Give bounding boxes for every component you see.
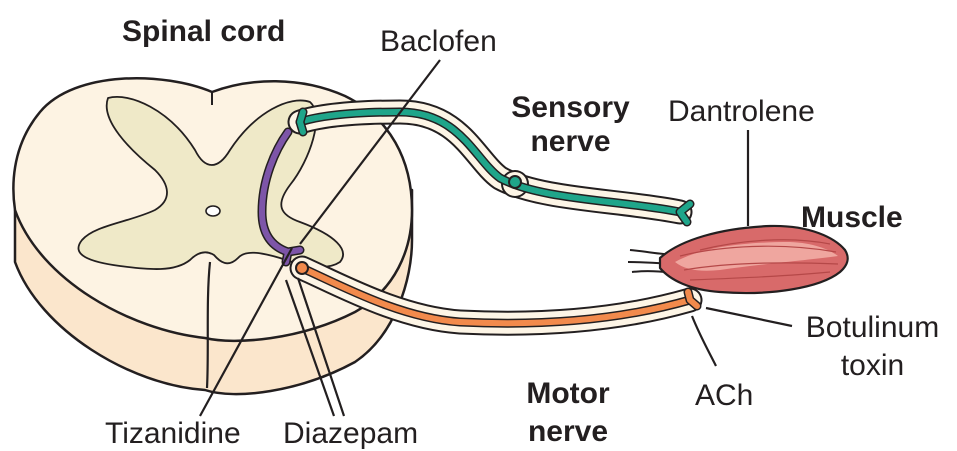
label-botulinum-line2: toxin [795,350,950,382]
label-baclofen: Baclofen [380,26,497,58]
label-ach: ACh [695,380,753,412]
central-canal [206,206,220,216]
motor-neuron-body [296,262,308,274]
label-spinal-cord: Spinal cord [122,16,285,48]
label-dantrolene: Dantrolene [668,96,815,128]
label-motor-nerve-line1: Motor [508,378,628,410]
label-botulinum-line1: Botulinum [795,312,950,344]
label-tizanidine: Tizanidine [105,418,241,450]
dorsal-root-ganglion-cell [509,176,521,188]
label-diazepam: Diazepam [283,418,418,450]
sensory-terminal-in-cord-fill [300,112,303,132]
ach-leader [692,316,716,366]
muscle [628,226,848,293]
label-sensory-nerve-line1: Sensory [498,92,643,124]
label-muscle: Muscle [801,202,903,234]
botulinum-leader [706,308,792,326]
label-sensory-nerve-line2: nerve [498,126,643,158]
label-motor-nerve-line2: nerve [508,416,628,448]
